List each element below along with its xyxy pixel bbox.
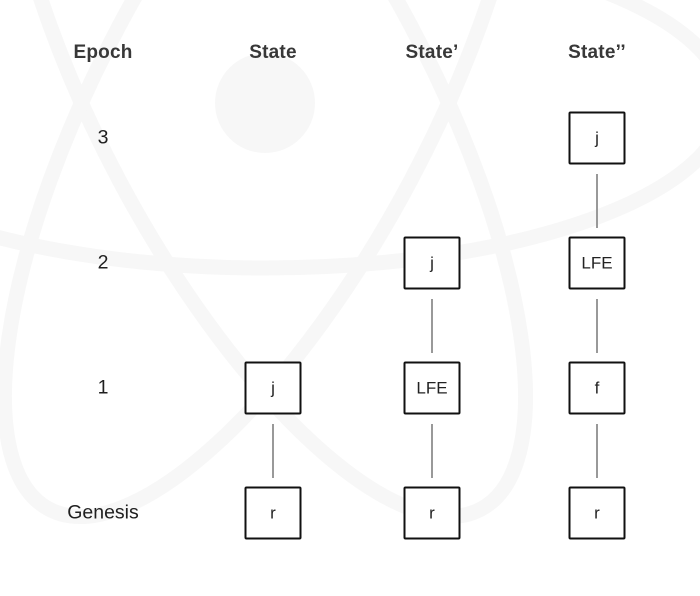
connector-state_double_prime-2-to-1 (596, 298, 598, 353)
column-header-state-prime: State’ (405, 42, 459, 63)
row-label-epoch-1: 1 (97, 376, 109, 399)
connector-state-1-to-genesis (272, 423, 274, 478)
column-header-state: State (249, 42, 297, 63)
column-header-state-double-prime: State’’ (568, 42, 626, 63)
atom-nucleus (215, 53, 315, 153)
row-label-epoch-3: 3 (97, 126, 109, 149)
node-state_prime-epoch-2: j (403, 236, 461, 290)
row-label-epoch-2: 2 (97, 251, 109, 274)
node-state_double_prime-epoch-genesis: r (568, 486, 626, 540)
row-label-genesis: Genesis (67, 501, 139, 524)
node-state_double_prime-epoch-1: f (568, 361, 626, 415)
node-state_double_prime-epoch-2: LFE (568, 236, 626, 290)
node-state_double_prime-epoch-3: j (568, 111, 626, 165)
column-header-epoch: Epoch (73, 42, 133, 63)
connector-state_prime-2-to-1 (431, 298, 433, 353)
connector-state_double_prime-3-to-2 (596, 173, 598, 228)
node-state-epoch-genesis: r (244, 486, 302, 540)
connector-state_prime-1-to-genesis (431, 423, 433, 478)
node-state-epoch-1: j (244, 361, 302, 415)
node-state_prime-epoch-genesis: r (403, 486, 461, 540)
connector-state_double_prime-1-to-genesis (596, 423, 598, 478)
node-state_prime-epoch-1: LFE (403, 361, 461, 415)
